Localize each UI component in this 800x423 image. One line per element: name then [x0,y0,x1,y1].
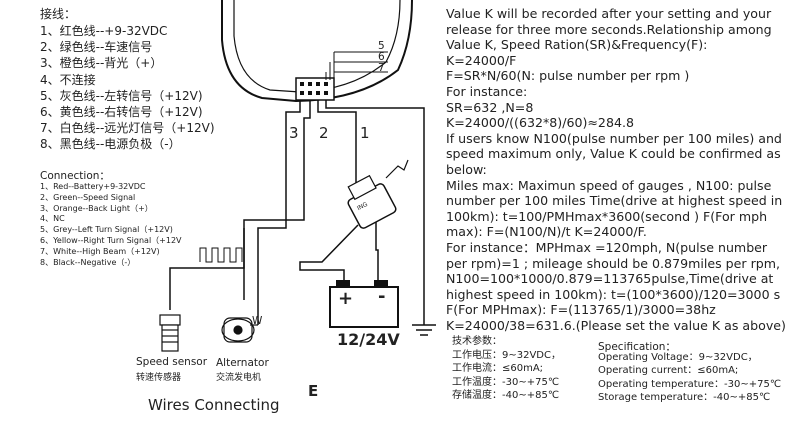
ignition-switch [347,174,397,229]
alternator-label: Alternator [216,357,269,369]
wire-8 [325,100,425,325]
spec-cn-list: 工作电压：9~32VDC， 工作电流：≤60mA; 工作温度：-30~+75℃ … [452,349,561,403]
pin-label: 7 [378,62,385,74]
wire-3 [257,100,301,325]
wiring-cn-list: 1、红色线--+9-32VDC 2、绿色线--车速信号 3、橙色线--背光（+）… [40,23,215,153]
key [385,159,409,179]
alternator [221,317,255,343]
instruction-line: number per 100 miles Time(drive at highe… [446,193,783,209]
alternator-cn: 交流发电机 [216,373,262,383]
spec-en-title: Specification： [598,341,676,353]
instruction-line: N100=100*1000/0.879=113765pulse,Time(dri… [446,271,774,287]
instruction-line: speed maximum only, Value K could be con… [446,146,781,162]
instruction-line: F(For MPHmax): F=(113765/1)/3000=38hz [446,302,716,318]
battery [329,286,399,328]
spec-en-item: Operating temperature：-30~+75℃ [598,378,782,390]
connection-item: 7、White--High Beam（+12V) [40,246,160,256]
wiring-cn-item: 5、灰色线--左转信号（+12V) [40,88,203,103]
wiring-cn-item: 3、橙色线--背光（+） [40,56,163,71]
battery-minus: - [378,286,386,307]
pulse-waveform [199,247,243,263]
wiring-cn-item: 6、黄色线--右转信号（+12V) [40,105,203,120]
connector-block [295,77,335,101]
speed-sensor-label: Speed sensor [136,356,208,368]
connection-item: 6、Yellow--Right Turn Signal（+12V [40,235,182,245]
spec-cn-item: 存储温度：-40~+85℃ [452,390,560,402]
gauge-outline [221,0,413,103]
connection-item: 2、Green--Speed Signal [40,192,136,202]
instruction-line: K=24000/F [446,52,517,68]
figure-letter: E [308,382,319,400]
instruction-line: For instance: [446,83,528,99]
terminal-label: 3 [289,124,299,142]
connection-item: 1、Red--Battery+9-32VDC [40,182,146,191]
instruction-line: Value K, Speed Ration(SR)&Frequency(F): [446,37,708,53]
terminal-label: 1 [360,124,370,142]
wiring-cn-item: 2、绿色线--车速信号 [40,40,153,55]
wiring-cn-item: 7、白色线--远光灯信号（+12V) [40,121,215,136]
connection-item: 8、Black--Negative（-） [40,257,136,267]
connection-list: 1、Red--Battery+9-32VDC 2、Green--Speed Si… [40,182,182,268]
instruction-line: highest speed in 100km): t=(100*3600)/12… [446,286,781,302]
wiring-cn-item: 4、不连接 [40,72,96,87]
instructions-block: Value K will be recorded after your sett… [446,6,786,333]
spec-cn-item: 工作电压：9~32VDC， [452,350,561,361]
spec-cn-item: 工作温度：-30~+75℃ [452,376,560,388]
speed-sensor-cn: 转速传感器 [136,373,182,383]
instruction-line: Value K will be recorded after your sett… [446,6,772,21]
alternator-terminal: W [252,315,263,327]
connector-pins [300,82,328,95]
wiring-cn-title: 接线： [40,7,77,21]
instruction-line: K=24000/38=631.6.(Please set the value K… [446,317,786,333]
spec-en-item: Operating Voltage：9~32VDC， [598,352,758,363]
wiring-cn-item: 1、红色线--+9-32VDC [40,24,168,38]
connection-item: 5、Grey--Left Turn Signal（+12V) [40,225,173,235]
gauge-inner [233,0,401,93]
spec-en-item: Operating current：≤60mA; [598,365,739,377]
instruction-line: For instance：MPHmax =120mph, N(pulse num… [446,239,768,255]
instruction-line: F=SR*N/60(N: pulse number per rpm ) [446,68,690,84]
connection-item: 3、Orange--Back Light（+） [40,203,153,213]
terminal-label: 2 [319,124,329,142]
footer-title: Wires Connecting [148,396,280,414]
ground-symbol [412,324,436,336]
spec-cn-item: 工作电流：≤60mA; [452,363,544,375]
speed-sensor [159,314,181,352]
wire-speed-signal [169,228,245,310]
instruction-line: If users know N100(pulse number per 100 … [446,130,782,146]
instruction-line: per rpm)=1 ; mileage should be 0.879mile… [446,255,781,271]
instruction-line: SR=632 ,N=8 [446,99,534,115]
spec-en-item: Storage temperature：-40~+85℃ [598,392,771,404]
pin-label: 6 [378,51,385,63]
instruction-line: release for three more seconds.Relations… [446,21,772,37]
instruction-line: K=24000/((632*8)/60)≈284.8 [446,115,634,131]
spec-cn-title: 技术参数： [452,336,502,347]
wire-ign-ground [299,224,359,282]
instruction-line: 100km): t=100/PMHmax*3600(second ) F(For… [446,208,768,224]
wiring-cn-item: 8、黑色线--电源负极（-） [40,137,181,152]
instruction-line: max): F=(N100/N)/t K=24000/F. [446,224,647,240]
connection-item: 4、NC [40,214,65,224]
battery-voltage: 12/24V [337,330,400,349]
spec-en-list: Operating Voltage：9~32VDC， Operating cur… [598,351,781,405]
pin-label: 5 [378,40,385,52]
battery-plus: + [338,288,354,309]
instruction-line: Miles max: Maximun speed of gauges , N10… [446,177,772,193]
instruction-line: below: [446,161,487,177]
wire-ign-batt [375,222,379,282]
connection-title: Connection： [40,170,110,182]
